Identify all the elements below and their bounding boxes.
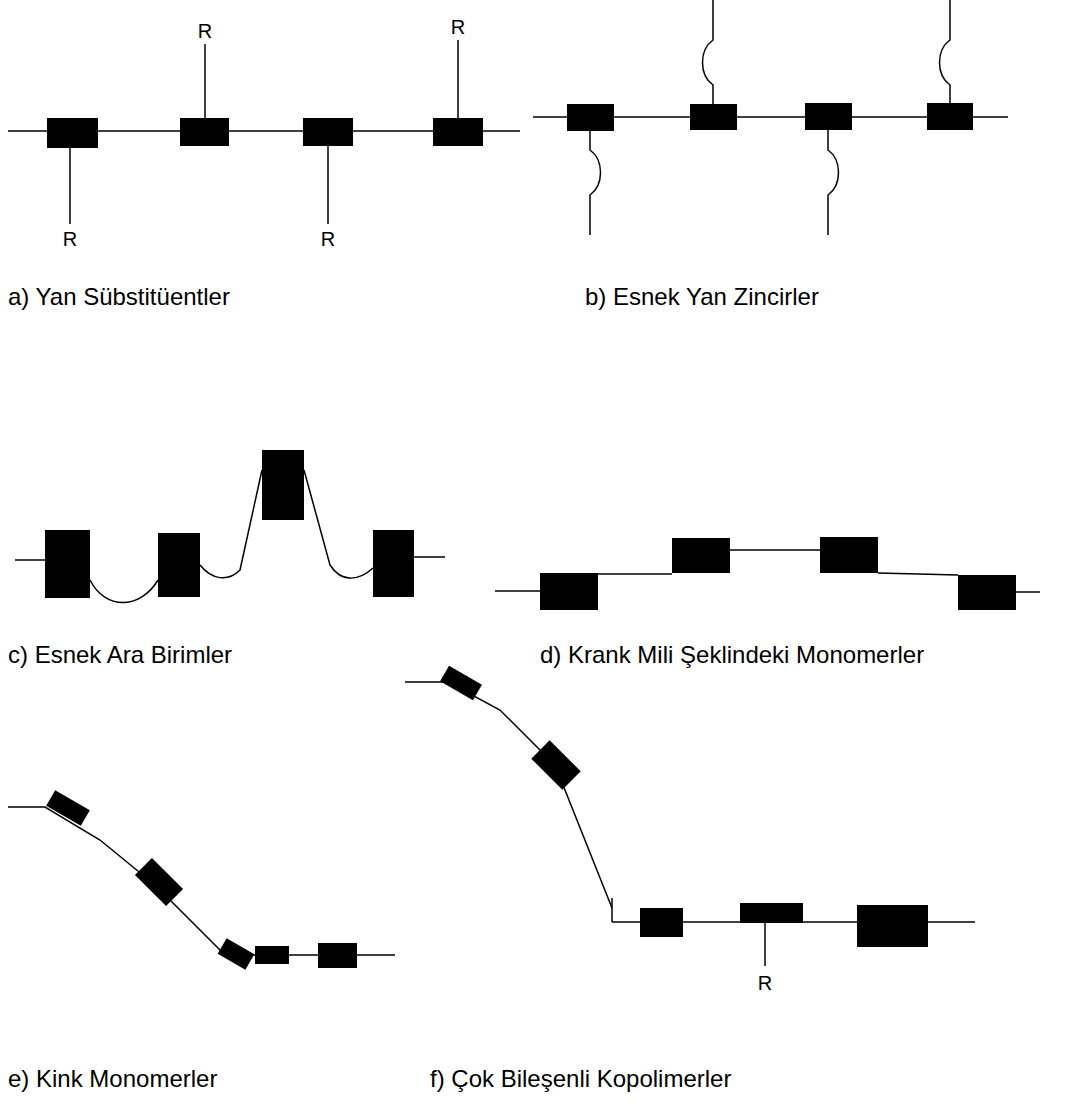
monomer-block [180, 118, 229, 146]
chain-line [703, 0, 714, 104]
monomer-block [820, 537, 878, 573]
chain-line [304, 470, 373, 578]
chain-line [878, 573, 958, 575]
monomer-block [805, 103, 852, 130]
substituent-label: R [198, 20, 212, 42]
monomer-block [218, 938, 255, 970]
chain-line [828, 130, 839, 235]
chain-line [15, 559, 45, 561]
chain-line [730, 549, 820, 551]
monomer-block [433, 118, 483, 146]
panel-caption: b) Esnek Yan Zincirler [585, 284, 819, 310]
monomer-block [303, 118, 353, 146]
chain-line [598, 573, 672, 575]
chain-line [611, 898, 613, 922]
monomer-block [135, 858, 183, 906]
monomer-block [640, 908, 683, 937]
monomer-block [690, 104, 737, 130]
substituent-label: R [63, 228, 77, 250]
panel-caption: a) Yan Sübstitüentler [8, 284, 230, 310]
panel-caption: e) Kink Monomerler [8, 1066, 217, 1092]
chain-line [457, 40, 459, 118]
monomer-block [927, 103, 973, 130]
panel-caption: f) Çok Bileşenli Kopolimerler [430, 1066, 731, 1092]
monomer-block [158, 533, 200, 597]
monomer-block [440, 666, 482, 701]
monomer-block [857, 905, 928, 947]
chain-line [495, 590, 540, 592]
monomer-block [255, 946, 289, 964]
substituent-label: R [758, 972, 772, 994]
chain-line [204, 44, 206, 118]
chain-lines [8, 0, 1040, 966]
substituent-label: R [321, 228, 335, 250]
chain-line [69, 148, 71, 224]
monomer-block [373, 530, 414, 597]
monomer-block [567, 104, 614, 131]
monomer-block [45, 530, 90, 598]
chain-line [1016, 591, 1040, 593]
monomer-block [672, 538, 730, 573]
chain-line [764, 922, 766, 966]
monomer-block [262, 450, 304, 520]
chain-line [414, 556, 445, 558]
panel-caption: c) Esnek Ara Birimler [8, 642, 232, 668]
monomer-block [46, 790, 90, 826]
panel-caption: d) Krank Mili Şeklindeki Monomerler [540, 642, 924, 668]
chain-line [8, 807, 395, 955]
monomer-block [318, 943, 357, 968]
chain-line [590, 131, 601, 235]
monomer-block [47, 118, 98, 148]
chain-line [405, 682, 612, 908]
monomer-block [540, 573, 598, 610]
monomer-blocks [45, 103, 1016, 970]
chain-line [200, 470, 262, 578]
monomer-block [958, 575, 1016, 610]
substituent-label: R [451, 16, 465, 38]
chain-line [90, 580, 158, 603]
chain-line [327, 146, 329, 224]
chain-line [940, 0, 951, 103]
monomer-block [740, 903, 803, 923]
monomer-block [531, 740, 580, 789]
